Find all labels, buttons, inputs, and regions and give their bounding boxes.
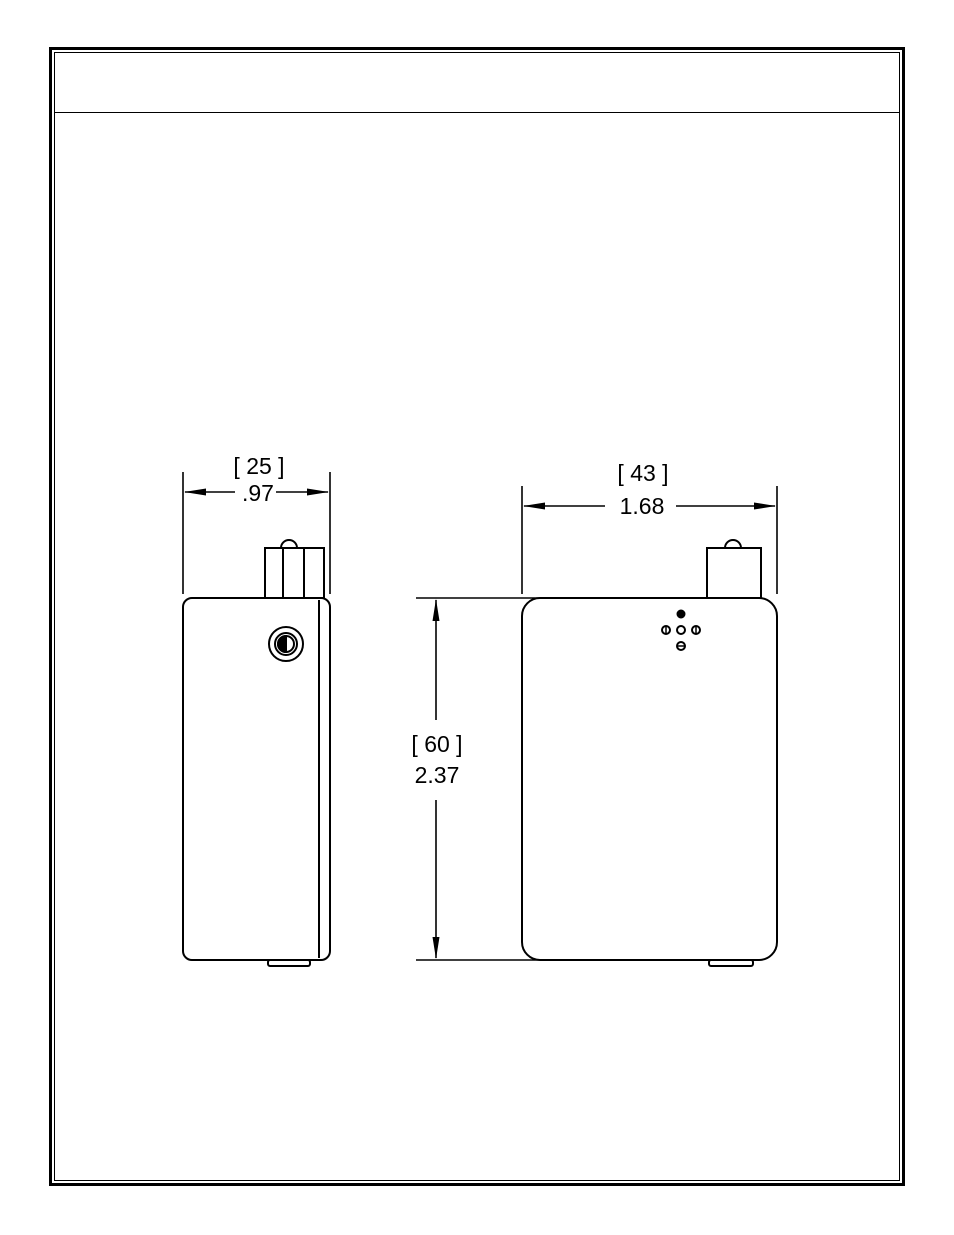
front-connector	[707, 540, 761, 598]
dimension-front-width-metric: [ 43 ]	[617, 460, 668, 486]
dimension-side-width-metric: [ 25 ]	[233, 453, 284, 479]
dimension-side-width-imperial: .97	[242, 480, 274, 506]
side-body	[183, 598, 330, 960]
front-led-cluster	[662, 611, 700, 651]
side-jack	[269, 627, 303, 661]
dimension-height-metric: [ 60 ]	[411, 731, 462, 757]
dimension-front-width-imperial: 1.68	[620, 493, 665, 519]
front-view	[522, 540, 777, 966]
side-view	[183, 540, 330, 966]
dimension-height-imperial: 2.37	[415, 762, 460, 788]
side-connector	[265, 540, 324, 598]
side-foot	[268, 960, 310, 966]
front-body	[522, 598, 777, 960]
front-foot	[709, 960, 753, 966]
